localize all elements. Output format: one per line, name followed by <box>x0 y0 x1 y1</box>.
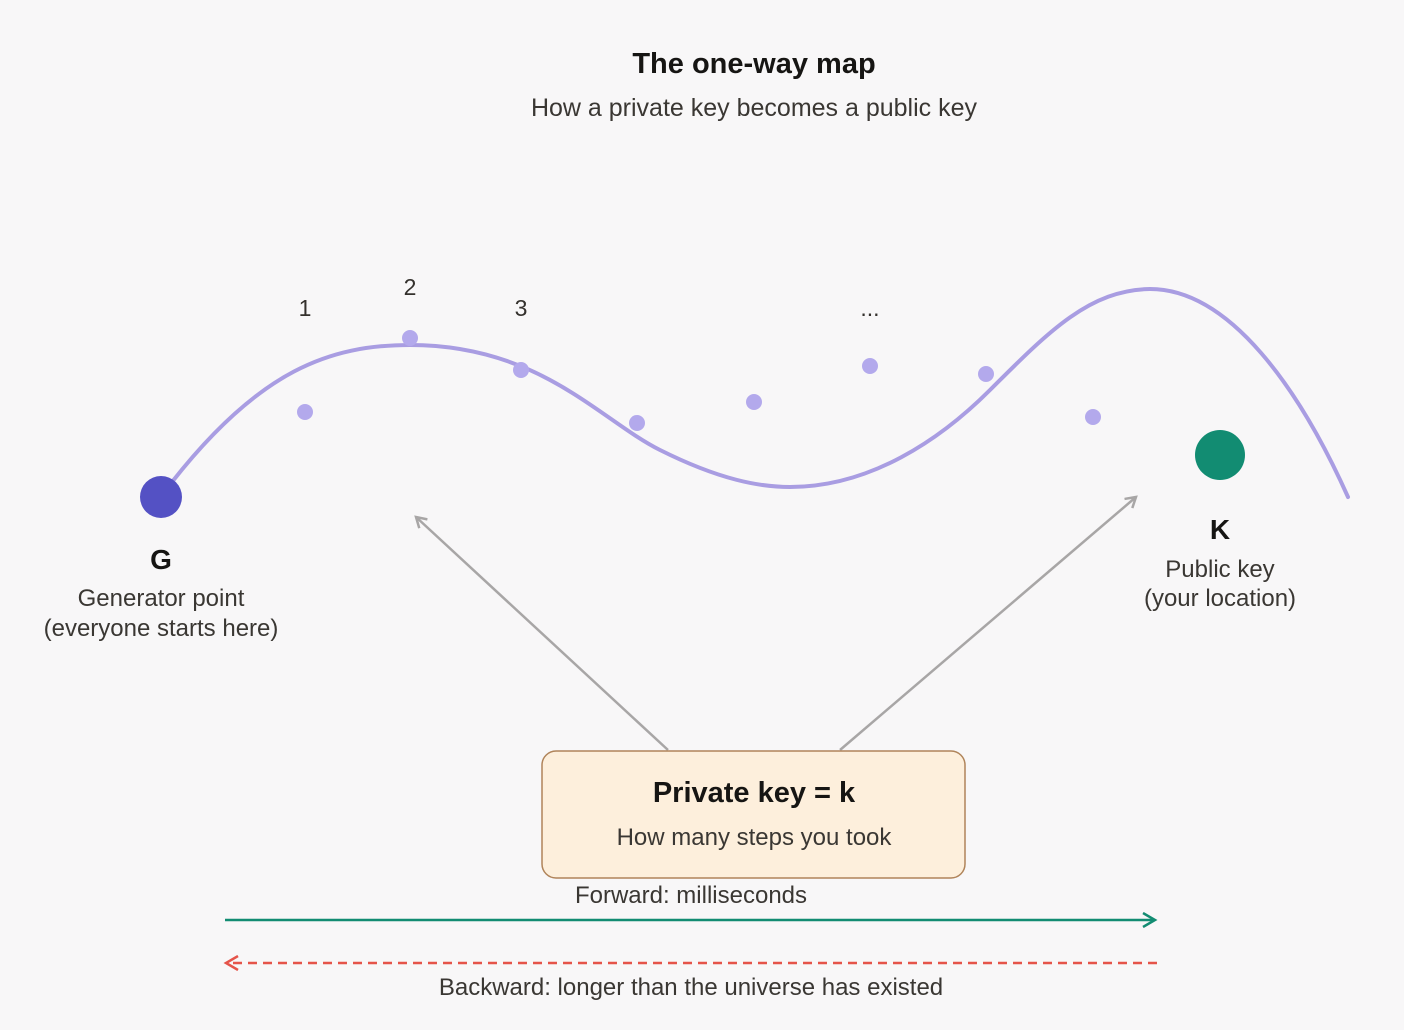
step-label-1: 1 <box>299 295 312 321</box>
private-key-title: Private key = k <box>653 777 856 809</box>
diagram-subtitle: How a private key becomes a public key <box>531 94 978 122</box>
generator-desc-line2: (everyone starts here) <box>44 615 279 642</box>
step-dot <box>297 404 313 420</box>
pointer-arrow-right <box>839 497 1136 751</box>
step-dot <box>862 358 878 374</box>
step-dot <box>978 366 994 382</box>
private-key-subtitle: How many steps you took <box>617 824 893 851</box>
generator-desc-line1: Generator point <box>78 585 245 612</box>
generator-point <box>140 476 182 518</box>
generator-letter: G <box>150 544 172 575</box>
step-dot <box>629 415 645 431</box>
private-key-box <box>541 750 966 879</box>
public-key-desc-line1: Public key <box>1165 556 1274 583</box>
step-label-3: 3 <box>515 295 528 321</box>
curve-line <box>170 286 1350 499</box>
forward-caption: Forward: milliseconds <box>575 882 807 909</box>
diagram-title: The one-way map <box>632 48 875 80</box>
public-key-point <box>1195 430 1245 480</box>
step-dot <box>513 362 529 378</box>
backward-caption: Backward: longer than the universe has e… <box>439 974 943 1001</box>
step-dot <box>402 330 418 346</box>
step-dot <box>746 394 762 410</box>
step-dot <box>1085 409 1101 425</box>
step-label-2: 2 <box>404 274 417 300</box>
public-key-desc-line2: (your location) <box>1144 585 1296 612</box>
pointer-arrow-left <box>416 517 669 751</box>
step-label-more: ... <box>860 295 879 321</box>
public-key-letter: K <box>1210 514 1230 545</box>
